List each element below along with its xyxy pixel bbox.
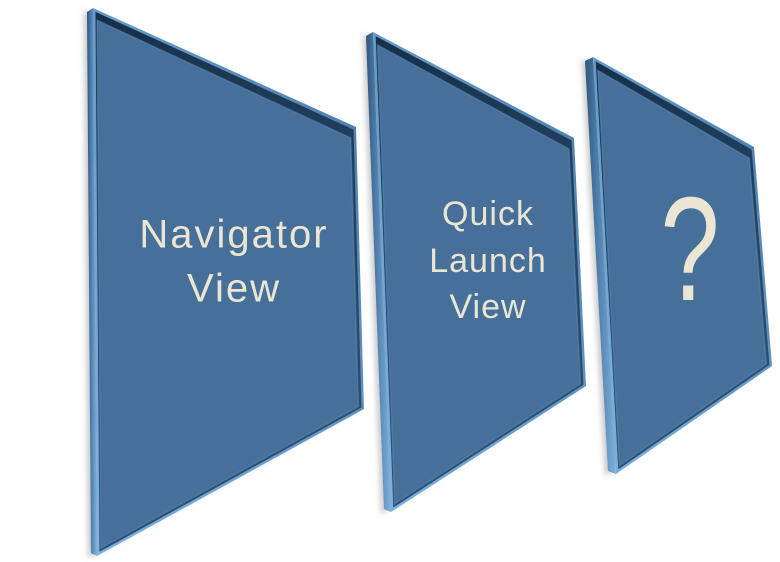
- panel-quick-launch-view-face: [376, 43, 582, 506]
- panel-quick-launch-view-side-face: [366, 32, 391, 512]
- panels-root: [84, 8, 772, 558]
- panel-navigator-view-face: [96, 19, 360, 550]
- panel-question-side-face: [585, 57, 616, 474]
- panel-question-face: [596, 69, 768, 467]
- panel-navigator-view: [84, 8, 364, 558]
- panel-navigator-view-side-face: [87, 8, 97, 556]
- panel-quick-launch-view: [363, 32, 586, 514]
- panel-question: [582, 57, 772, 476]
